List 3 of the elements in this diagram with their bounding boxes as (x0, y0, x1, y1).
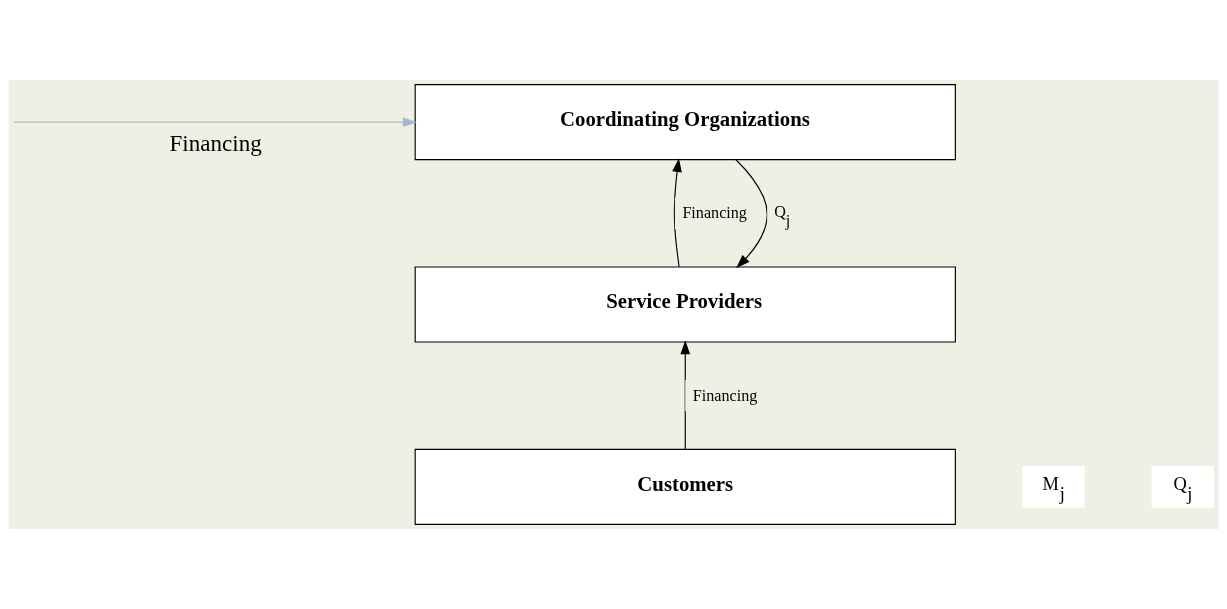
edge-label: Financing (682, 204, 747, 222)
edge-label: Financing (692, 386, 758, 404)
edge-label: Financing (169, 129, 262, 156)
